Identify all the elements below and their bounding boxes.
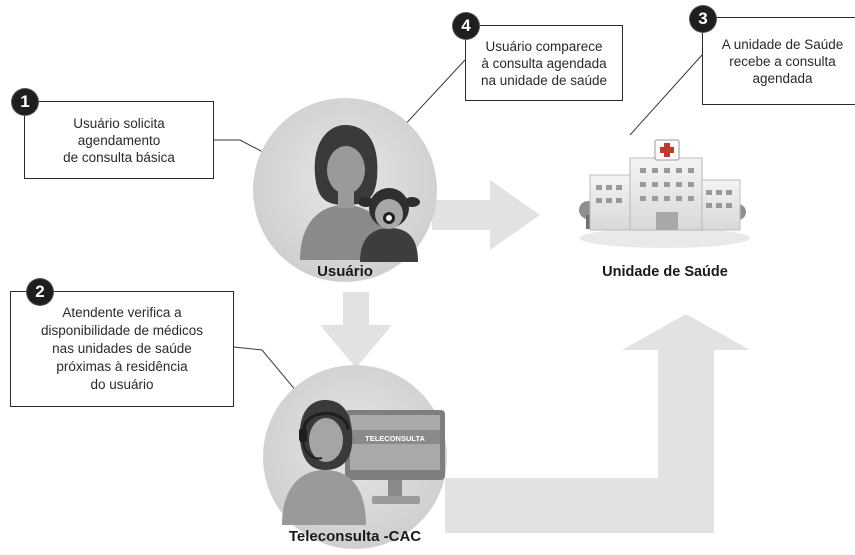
flow-arrows <box>320 180 750 533</box>
callout-step-2: Atendente verifica a disponibilidade de … <box>10 291 234 407</box>
node-usuario <box>253 98 437 282</box>
callout-step-4: Usuário comparece à consulta agendada na… <box>465 25 623 101</box>
callout-step-2-text: Atendente verifica a disponibilidade de … <box>40 305 204 392</box>
step-2-badge: 2 <box>27 279 53 305</box>
leader-line-2 <box>233 346 303 399</box>
step-3-badge: 3 <box>690 6 716 32</box>
leader-line-3 <box>629 54 703 136</box>
node-unidade <box>579 139 750 248</box>
leader-line-4 <box>399 59 466 131</box>
arrow-usuario-to-unidade <box>432 180 540 250</box>
mother-child-icon <box>300 125 420 262</box>
step-1-badge: 1 <box>12 89 38 115</box>
call-center-attendant-icon: TELECONSULTA <box>282 400 445 525</box>
callout-step-3-text: A unidade de Saúde recebe a consulta age… <box>721 36 844 86</box>
callout-step-4-text: Usuário comparece à consulta agendada na… <box>480 38 608 88</box>
monitor-screen-text: TELECONSULTA <box>365 434 425 443</box>
hospital-building-icon <box>579 139 746 231</box>
node-label-unidade: Unidade de Saúde <box>602 264 728 280</box>
callout-step-3: A unidade de Saúde recebe a consulta age… <box>702 17 855 105</box>
node-label-usuario: Usuário <box>317 263 373 280</box>
node-teleconsulta: TELECONSULTA <box>263 365 447 549</box>
step-4-badge: 4 <box>453 13 479 39</box>
node-label-teleconsulta: Teleconsulta -CAC <box>288 528 422 545</box>
callout-step-1: Usuário solicita agendamento de consulta… <box>24 101 214 179</box>
callout-step-1-text: Usuário solicita agendamento de consulta… <box>63 115 175 165</box>
arrow-usuario-to-teleconsulta <box>320 292 392 368</box>
arrow-teleconsulta-to-unidade <box>445 314 750 533</box>
